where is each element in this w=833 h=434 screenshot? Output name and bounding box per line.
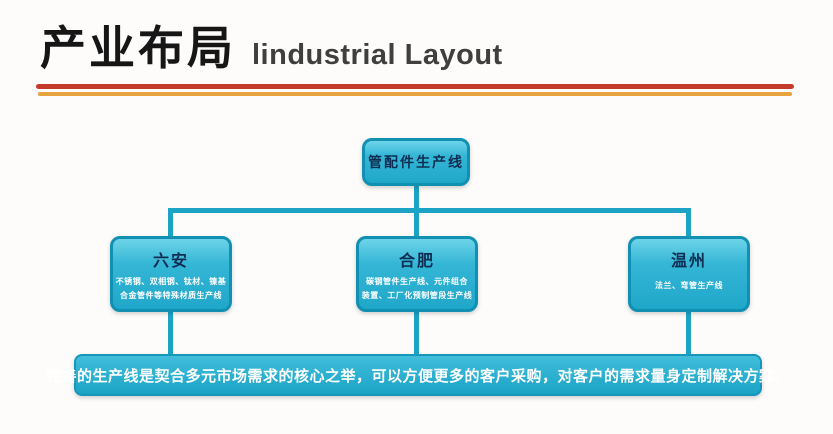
footer-banner: 完善的生产线是契合多元市场需求的核心之举，可以方便更多的客户采购，对客户的需求量… — [46, 354, 790, 396]
node-city-luan: 六安 不锈钢、双相钢、钛材、镍基 合金管件等特殊材质生产线 — [110, 236, 232, 312]
connector-luan-top — [168, 208, 173, 239]
node-root: 管配件生产线 — [362, 138, 470, 186]
connector-luan-bottom — [168, 309, 173, 356]
node-city-desc: 碳钢管件生产线、元件组合 装置、工厂化预制管段生产线 — [361, 277, 473, 300]
node-city-wenzhou: 温州 法兰、弯管生产线 — [628, 236, 750, 312]
node-city-desc: 法兰、弯管生产线 — [655, 281, 723, 290]
node-city-name: 六安 — [152, 253, 189, 270]
node-city-desc: 不锈钢、双相钢、钛材、镍基 合金管件等特殊材质生产线 — [115, 277, 227, 300]
connector-wenzhou-top — [686, 208, 691, 239]
connector-horizontal — [168, 208, 689, 213]
node-city-hefei: 合肥 碳钢管件生产线、元件组合 装置、工厂化预制管段生产线 — [356, 236, 478, 312]
connector-root-down — [414, 185, 419, 211]
divider-rule-red — [36, 84, 794, 89]
page-header: 产业布局 lindustrial Layout — [40, 12, 503, 78]
page-subtitle: lindustrial Layout — [252, 39, 503, 71]
connector-hefei-top — [414, 208, 419, 239]
page-title: 产业布局 — [40, 22, 236, 74]
divider-rule-orange — [38, 92, 792, 96]
connector-hefei-bottom — [414, 309, 419, 356]
node-root-label: 管配件生产线 — [368, 154, 464, 170]
node-city-name: 合肥 — [398, 253, 435, 270]
node-city-name: 温州 — [670, 253, 707, 270]
connector-wenzhou-bottom — [686, 309, 691, 356]
